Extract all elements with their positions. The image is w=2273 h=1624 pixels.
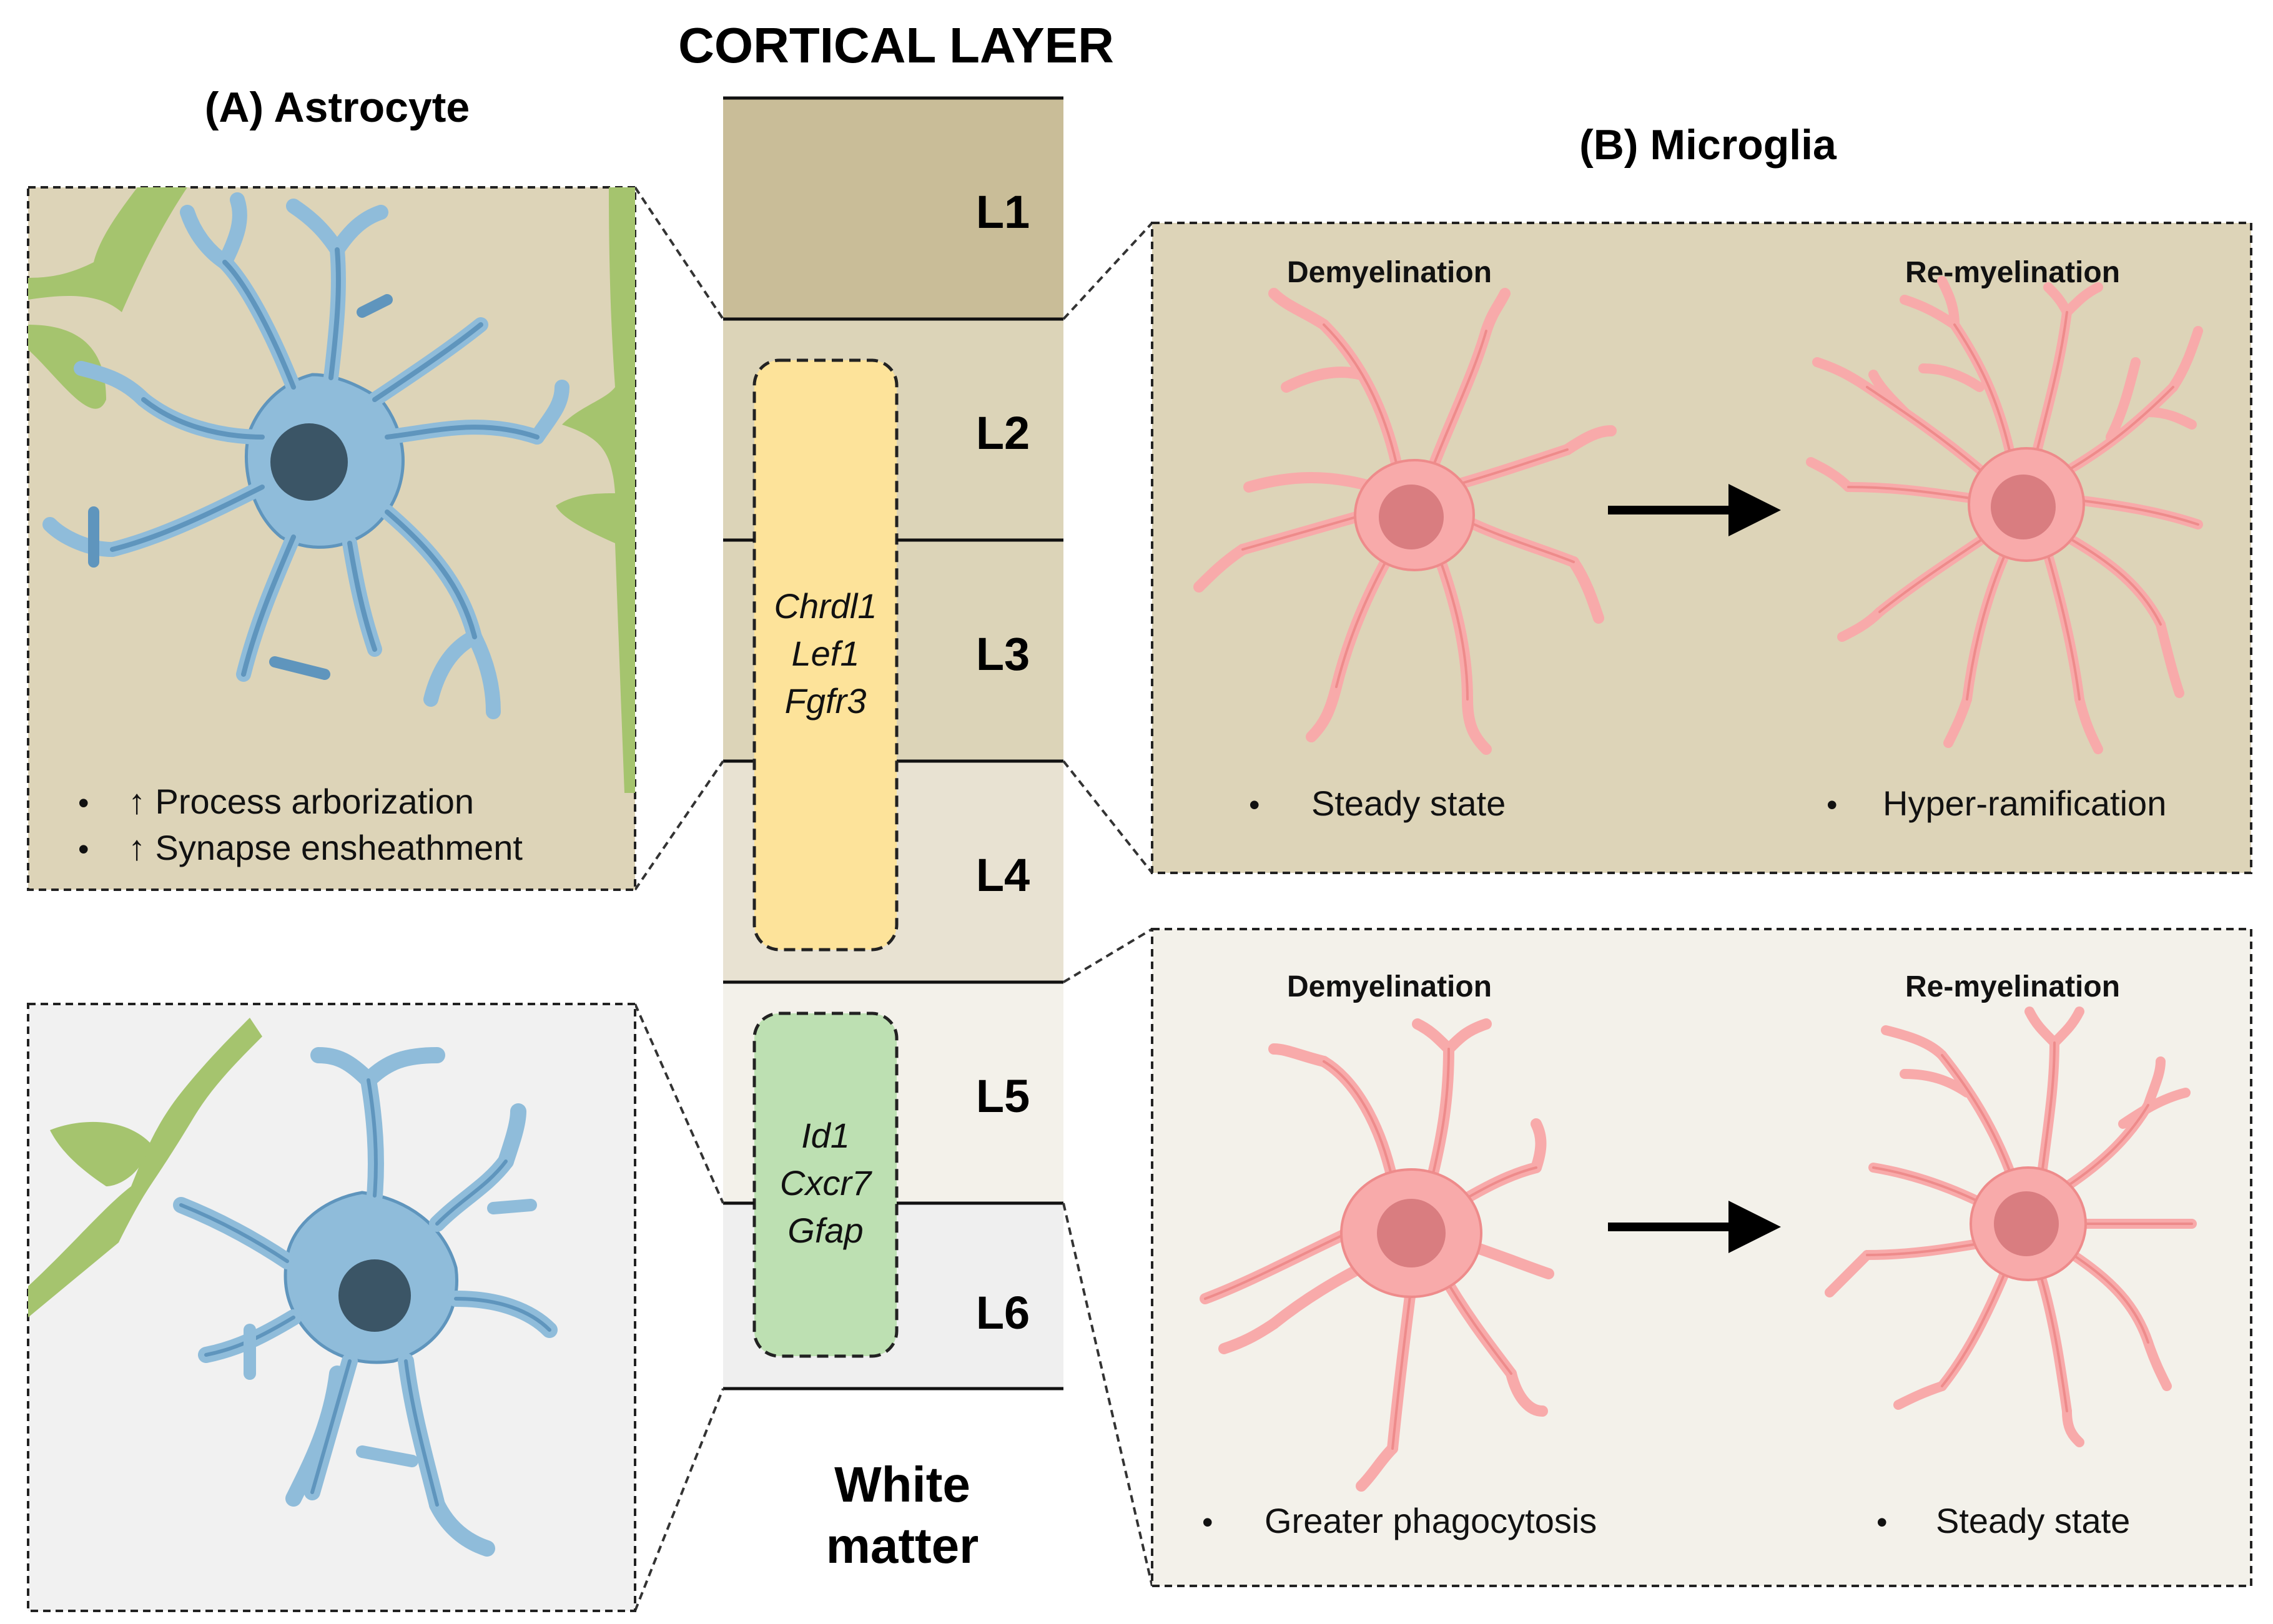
white-matter-line1: White [834,1457,970,1512]
micro-lower-left-title: Demyelination [1287,970,1492,1003]
gene-lower-2: Cxcr7 [780,1163,872,1203]
micro-lower-left-bullet-dot: • [1202,1505,1213,1540]
astro-upper-bullet-1: ↑ Process arborization [128,782,474,821]
astrocyte-panel-upper: • ↑ Process arborization • ↑ Synapse ens… [27,186,636,891]
zoom-connectors [634,186,1153,1612]
gene-upper-2: Lef1 [792,634,860,673]
astrocyte-lower [173,1047,558,1557]
microglia-panel-upper: Demyelination Re-myelination [1151,222,2252,874]
layer-label-l6: L6 [976,1287,1030,1339]
microglia-upper-right [1806,276,2203,754]
gene-lower-1: Id1 [801,1116,850,1155]
cortical-column: Chrdl1 Lef1 Fgfr3 Id1 Cxcr7 Gfap L1 L2 L… [723,96,1063,1390]
gene-box-upper [752,358,899,952]
micro-upper-right-title: Re-myelination [1905,256,2120,289]
neuron-process-right [556,187,635,793]
astrocyte-panel-lower [27,1003,636,1612]
gene-upper-3: Fgfr3 [785,681,867,721]
microglia-lower-right-nucleus [1994,1191,2059,1256]
neuron-process-lower [28,1018,262,1317]
micro-upper-right-bullet-dot: • [1827,787,1838,822]
micro-lower-right-bullet-dot: • [1876,1505,1888,1540]
neuron-bulb-lower [50,1121,150,1186]
astro-upper-bullets: • ↑ Process arborization • ↑ Synapse ens… [78,782,523,867]
astro-upper-bullet-dot-1: • [78,785,89,820]
panel-b-title: (B) Microglia [1579,121,1837,169]
microglia-upper-left [1193,288,1617,755]
cortical-layer-title: CORTICAL LAYER [678,17,1114,73]
astrocyte-upper-nucleus [270,423,348,501]
layer-l1-band [723,98,1063,319]
micro-upper-left-title: Demyelination [1287,256,1492,289]
layer-label-l1: L1 [976,186,1030,238]
astro-upper-bullet-dot-2: • [78,832,89,867]
micro-lower-left-bullet: Greater phagocytosis [1265,1501,1597,1540]
neuron-bulb-left [28,325,106,409]
microglia-upper-left-nucleus [1379,485,1444,549]
astrocyte-upper [42,192,569,719]
microglia-panel-lower: Demyelination Re-myelination [1151,928,2252,1587]
micro-lower-right-title: Re-myelination [1905,970,2120,1003]
microglia-lower-left [1200,1018,1554,1492]
white-matter-line2: matter [826,1518,979,1573]
gene-upper-1: Chrdl1 [774,586,877,626]
micro-lower-right-bullet: Steady state [1936,1501,2130,1540]
layer-label-l4: L4 [976,849,1030,901]
micro-upper-right-bullet: Hyper-ramification [1883,784,2166,823]
layer-label-l2: L2 [976,407,1030,459]
neuron-process-left [28,187,187,312]
microglia-lower-right [1825,1006,2197,1447]
micro-upper-left-bullet-dot: • [1249,787,1260,822]
astrocyte-lower-nucleus [338,1259,411,1332]
microglia-lower-left-nucleus [1377,1199,1446,1267]
layer-label-l5: L5 [976,1070,1030,1122]
gene-lower-3: Gfap [787,1211,863,1250]
panel-a-title: (A) Astrocyte [205,84,470,131]
microglia-upper-right-nucleus [1991,475,2056,539]
gene-box-lower [752,1011,899,1358]
micro-upper-left-bullet: Steady state [1311,784,1506,823]
astro-upper-bullet-2: ↑ Synapse ensheathment [128,828,523,867]
layer-label-l3: L3 [976,628,1030,680]
